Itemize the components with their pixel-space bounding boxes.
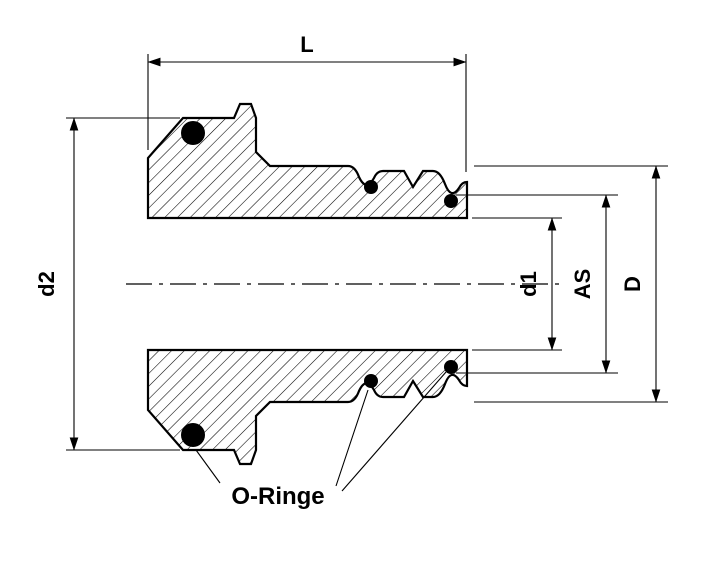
dimension-label-bore-diameter: d1	[516, 271, 541, 297]
leader-line	[195, 449, 221, 484]
oring-large-top	[181, 121, 205, 145]
dimension-seal-diameter: AS	[456, 194, 618, 374]
dimension-flange-diameter: d2	[34, 117, 180, 451]
oring-small-top-right	[444, 194, 458, 208]
dimension-label-flange-diameter: d2	[34, 271, 59, 297]
oring-callout: O-Ringe	[195, 371, 447, 510]
part-upper-section	[146, 102, 469, 220]
part-lower-section	[146, 348, 469, 466]
oring-small-bottom-left	[364, 374, 378, 388]
dimension-label-length: L	[300, 32, 313, 57]
leader-line	[341, 371, 447, 492]
dimension-label-seal-diameter: AS	[570, 269, 595, 300]
part-section	[146, 102, 469, 466]
oring-callout-label: O-Ringe	[231, 483, 324, 510]
dimension-bore-diameter: d1	[472, 217, 562, 351]
oring-small-top-left	[364, 180, 378, 194]
oring-large-bottom	[181, 423, 205, 447]
oring-small-bottom-right	[444, 360, 458, 374]
leader-line	[335, 389, 369, 487]
dimension-length: L	[147, 32, 467, 172]
dimension-label-outer-diameter: D	[620, 276, 645, 292]
dimension-outer-diameter: D	[474, 165, 668, 403]
orings	[181, 121, 458, 447]
